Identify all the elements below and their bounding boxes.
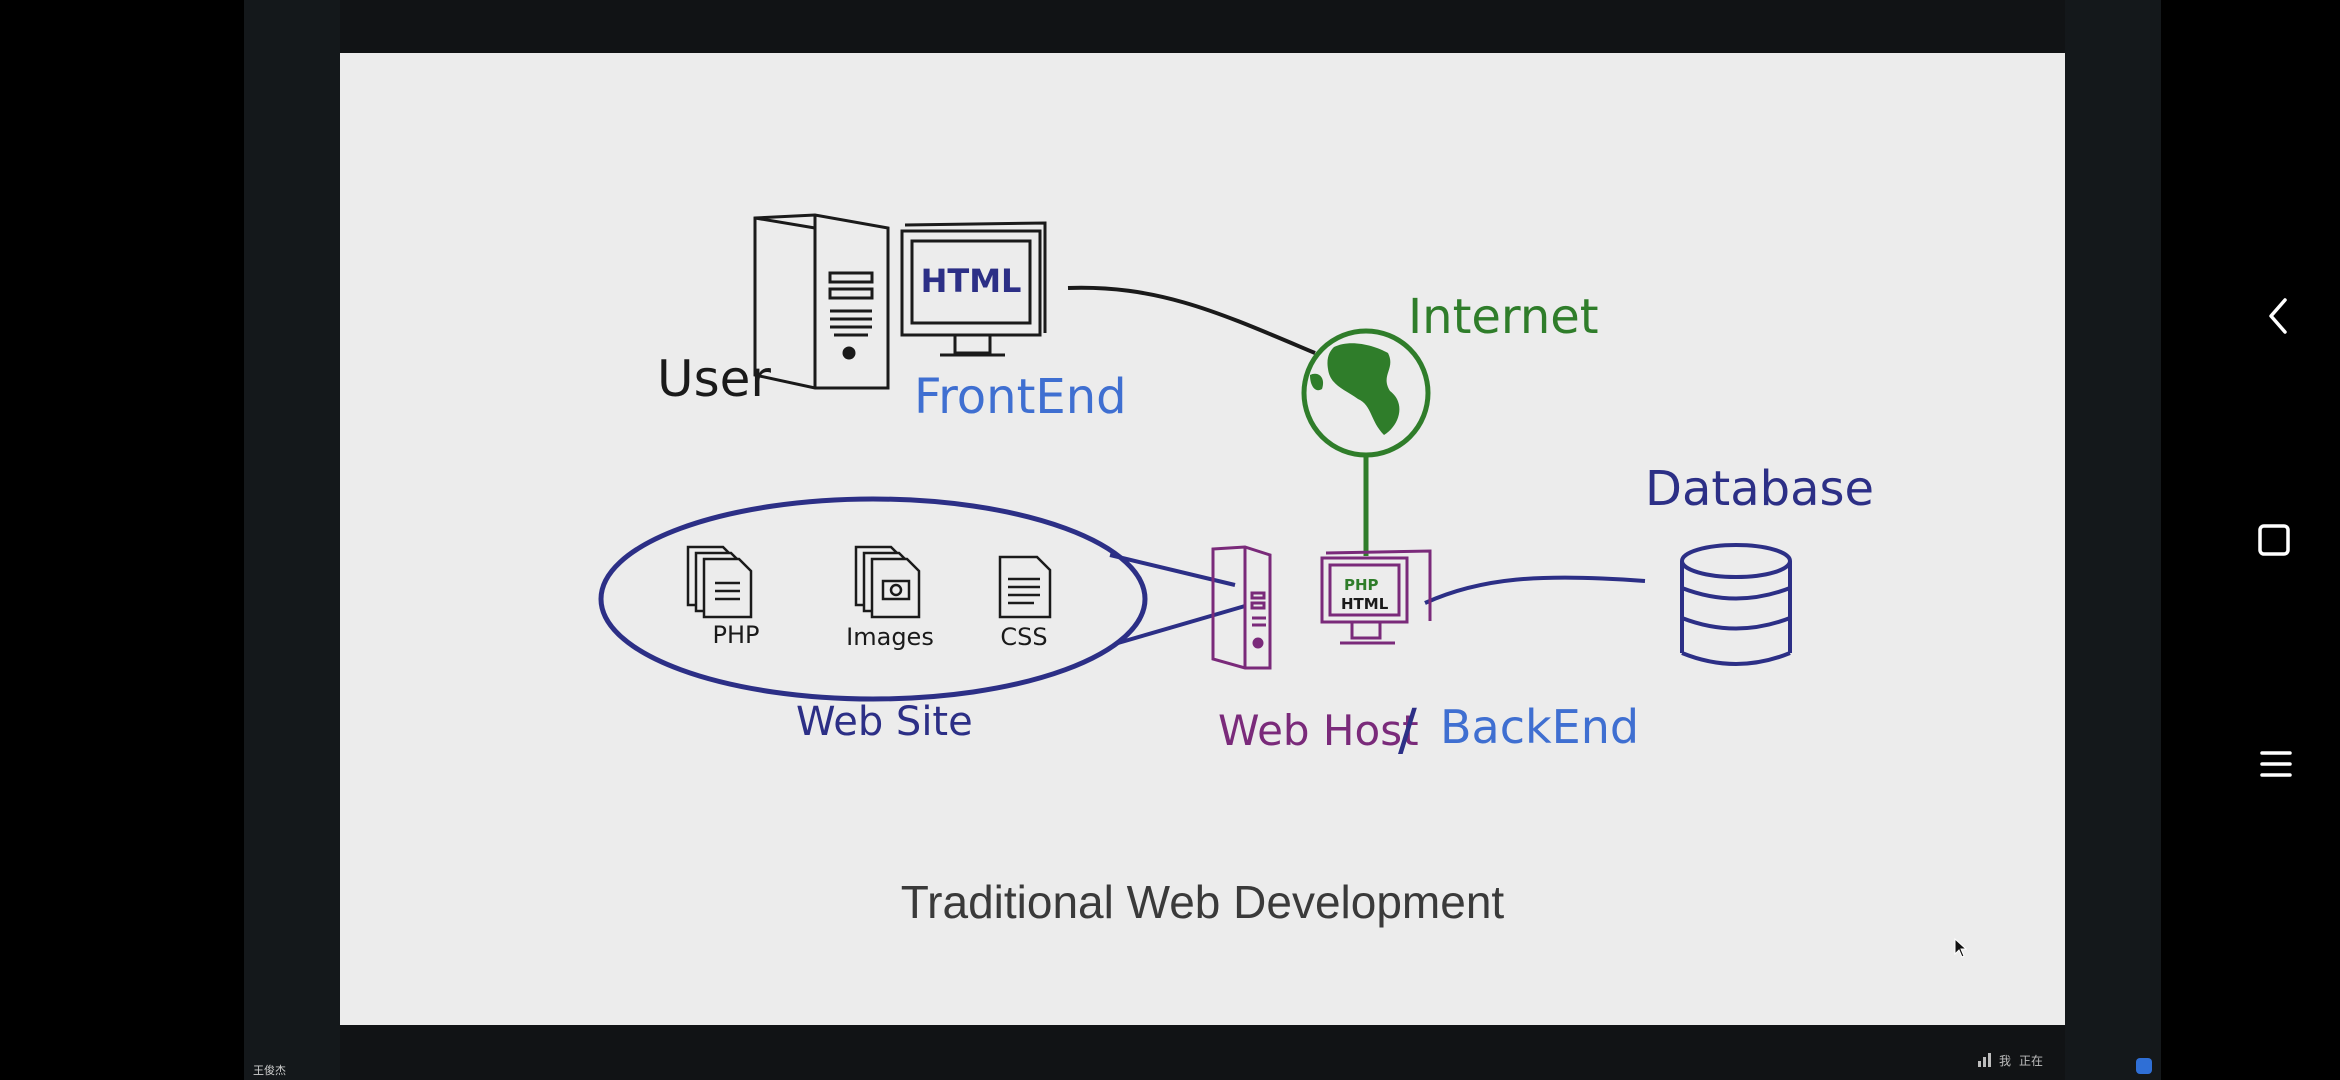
- viewer-frame-left: [244, 0, 340, 1080]
- shared-slide: HTML User FrontEnd Internet Database: [340, 53, 2065, 1025]
- user-label: User: [657, 350, 771, 408]
- internet-globe: [1301, 328, 1431, 458]
- viewer-frame-bottom: [340, 1025, 2065, 1080]
- tray-input-label: 我: [1999, 1053, 2012, 1068]
- user-computer-tower: [753, 213, 890, 390]
- webhost-server-tower: [1211, 545, 1272, 670]
- mouse-pointer-icon: [1954, 937, 1968, 962]
- diagram: HTML User FrontEnd Internet Database: [598, 213, 1874, 763]
- slide-caption: Traditional Web Development: [900, 876, 1505, 928]
- server-php-text: PHP: [1344, 576, 1379, 594]
- css-file-label: CSS: [1000, 623, 1047, 651]
- css-file-icon: [998, 555, 1052, 619]
- signal-icon: [1978, 1053, 1991, 1067]
- php-files-label: PHP: [713, 621, 760, 649]
- status-tray: 我 正在: [1978, 1050, 2043, 1070]
- images-files-icon: [854, 545, 921, 619]
- chat-icon[interactable]: [2136, 1058, 2152, 1074]
- site-host-link-bottom: [1117, 604, 1246, 645]
- nav-back-button[interactable]: [2238, 276, 2318, 356]
- nav-home-button[interactable]: [2234, 500, 2314, 580]
- database-label: Database: [1645, 461, 1874, 517]
- nav-menu-button[interactable]: [2236, 724, 2316, 804]
- server-html-text: HTML: [1341, 595, 1389, 613]
- square-icon: [2258, 524, 2290, 556]
- user-monitor: [900, 221, 1047, 357]
- webhost-label: Web Host: [1218, 706, 1419, 755]
- hamburger-icon: [2260, 751, 2292, 777]
- viewer-frame-right: [2065, 0, 2161, 1080]
- backend-label: BackEnd: [1440, 700, 1639, 754]
- tray-status-text: 正在: [2019, 1053, 2044, 1068]
- internet-label: Internet: [1408, 289, 1599, 345]
- slash-separator: /: [1398, 698, 1417, 763]
- website-label: Web Site: [796, 699, 973, 745]
- chevron-left-icon: [2269, 298, 2287, 334]
- host-database-link: [1424, 575, 1646, 605]
- viewer-frame-top: [340, 0, 2065, 53]
- presenter-name: 王俊杰: [253, 1064, 286, 1077]
- frontend-label: FrontEnd: [914, 369, 1127, 425]
- monitor-html-text: HTML: [921, 262, 1022, 300]
- website-ellipse: [598, 496, 1148, 702]
- images-files-label: Images: [846, 623, 934, 651]
- user-internet-link: [1067, 285, 1316, 355]
- php-files-icon: [686, 545, 753, 619]
- webhost-monitor: [1320, 549, 1432, 645]
- database-cylinder-icon: [1680, 543, 1792, 666]
- site-host-link-top: [1109, 553, 1236, 587]
